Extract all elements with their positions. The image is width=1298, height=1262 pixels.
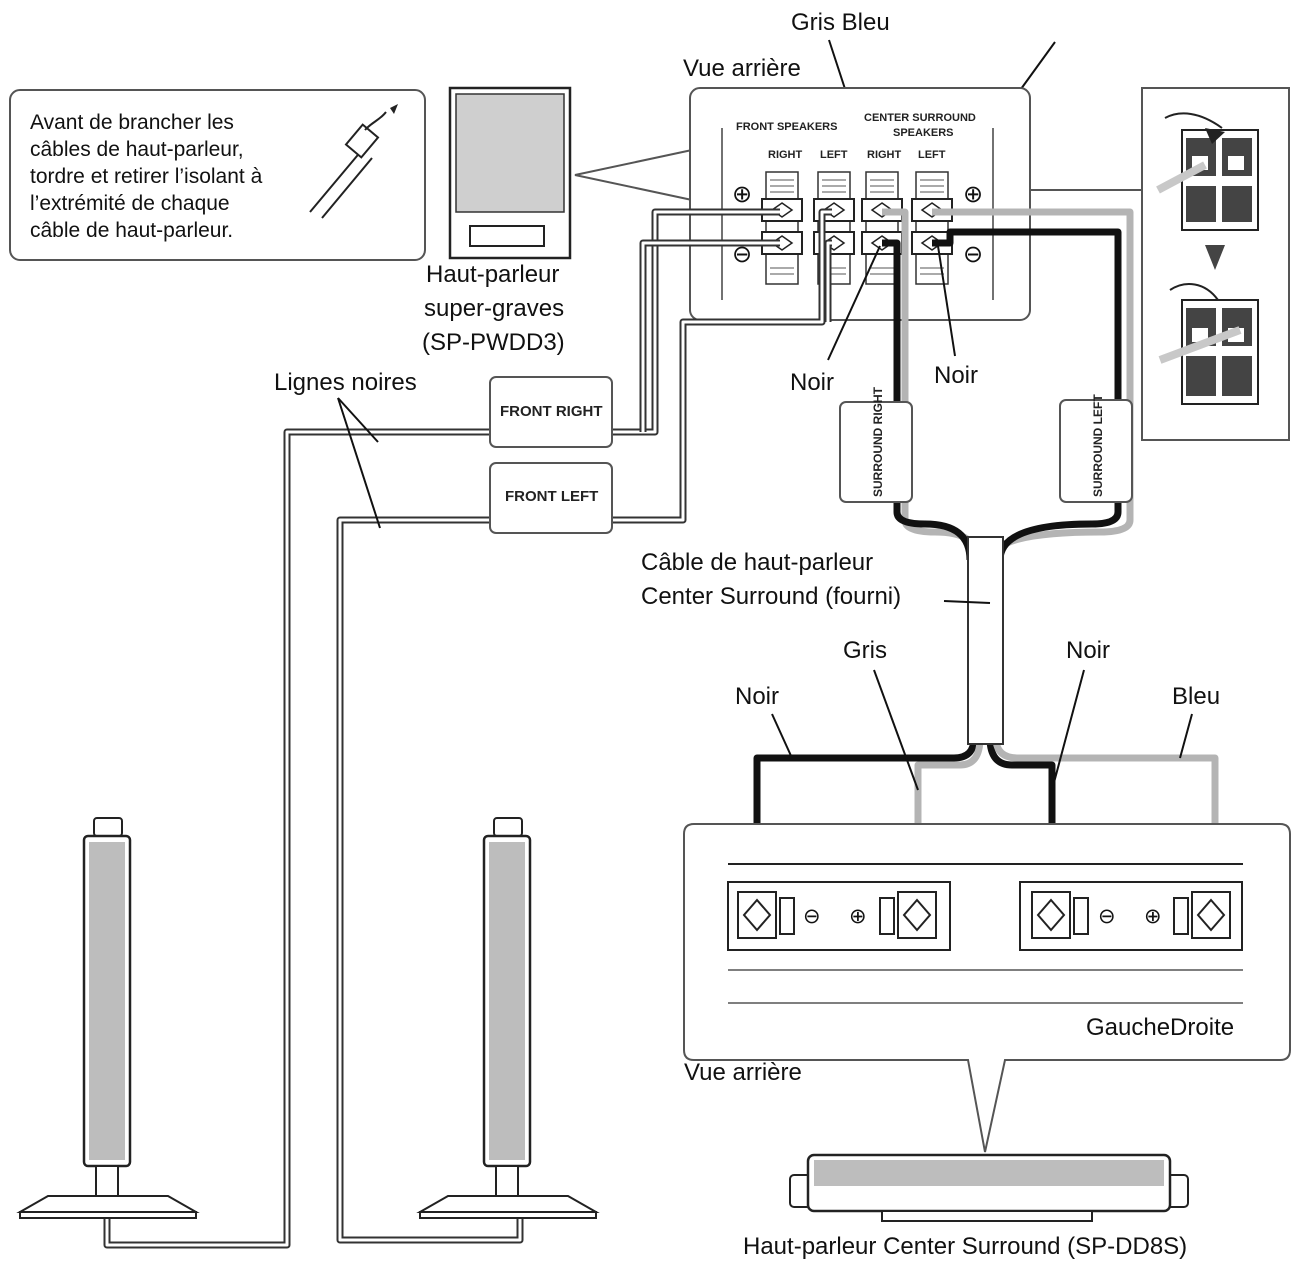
panel-minus-right: ⊖ — [963, 241, 983, 268]
panel-right-2: RIGHT — [867, 149, 902, 161]
front-right-speaker-icon — [16, 817, 200, 1219]
center-right-plus: ⊕ — [1144, 905, 1162, 928]
panel-front-speakers: FRONT SPEAKERS — [736, 121, 837, 133]
note-line-1: Avant de brancher les — [30, 111, 234, 134]
subwoofer-callout — [574, 148, 693, 202]
label-cable-center-1: Câble de haut-parleur — [641, 549, 873, 576]
surround-left-black-wire — [932, 228, 1122, 561]
center-cable-sleeve — [967, 536, 1004, 745]
label-lignes-noires: Lignes noires — [274, 369, 417, 396]
label-gris: Gris — [843, 637, 887, 664]
label-noir-left: Noir — [790, 369, 834, 396]
tag-front-right-text: FRONT RIGHT — [500, 403, 603, 420]
tag-surround-left-text: SURROUND LEFT — [1091, 394, 1105, 497]
subwoofer-icon — [448, 86, 572, 260]
center-terminal-left — [727, 881, 951, 951]
panel-left-1: LEFT — [820, 149, 848, 161]
tag-surround-left — [1059, 399, 1133, 503]
tag-surround-right-text: SURROUND RIGHT — [871, 386, 885, 497]
note-line-3: tordre et retirer l’isolant à — [30, 165, 263, 188]
panel-left-2: LEFT — [918, 149, 946, 161]
panel-plus-left: ⊕ — [732, 181, 752, 208]
label-vue-arriere-top: Vue arrière — [683, 55, 801, 82]
center-rear-panel — [683, 823, 1291, 1153]
center-left-plus: ⊕ — [849, 905, 867, 928]
label-cable-center-2: Center Surround (fourni) — [641, 583, 901, 610]
center-left-minus: ⊖ — [803, 905, 821, 928]
panel-speakers: SPEAKERS — [893, 127, 954, 139]
label-vue-arriere-bottom: Vue arrière — [684, 1059, 802, 1086]
label-gauche-droite: GaucheDroite — [1086, 1014, 1234, 1041]
twisted-wire-icon — [309, 104, 398, 219]
label-noir-mid: Noir — [1066, 637, 1110, 664]
label-subwoofer-3: (SP-PWDD3) — [422, 329, 565, 356]
note-line-2: câbles de haut-parleur, — [30, 138, 244, 161]
label-center-speaker: Haut-parleur Center Surround (SP-DD8S) — [743, 1233, 1187, 1260]
center-terminal-right — [1019, 881, 1243, 951]
note-line-5: câble de haut-parleur. — [30, 219, 233, 242]
panel-minus-left: ⊖ — [732, 241, 752, 268]
tag-front-right — [489, 376, 613, 448]
note-line-4: l’extrémité de chaque — [30, 192, 230, 215]
panel-plus-right: ⊕ — [963, 181, 983, 208]
label-noir-right: Noir — [934, 362, 978, 389]
center-right-minus: ⊖ — [1098, 905, 1116, 928]
center-speaker-icon — [789, 1153, 1189, 1222]
label-subwoofer-2: super-graves — [424, 295, 564, 322]
terminal-push-icon — [1156, 112, 1259, 405]
terminal-block-surround-left — [911, 171, 953, 285]
surround-right-black-wire — [882, 239, 974, 561]
front-right-wire — [103, 208, 780, 1249]
panel-right-1: RIGHT — [768, 149, 803, 161]
terminal-block-front-right — [761, 171, 803, 285]
panel-center-surround: CENTER SURROUND — [864, 112, 976, 124]
label-bleu: Bleu — [1172, 683, 1220, 710]
label-subwoofer-1: Haut-parleur — [426, 261, 559, 288]
tag-surround-right — [839, 401, 913, 503]
note-box — [9, 89, 426, 261]
tag-front-left-text: FRONT LEFT — [505, 488, 598, 505]
tag-front-left — [489, 462, 613, 534]
front-left-speaker-icon — [416, 817, 600, 1219]
label-gris-bleu: Gris Bleu — [791, 9, 890, 36]
label-noir-bottom-left: Noir — [735, 683, 779, 710]
